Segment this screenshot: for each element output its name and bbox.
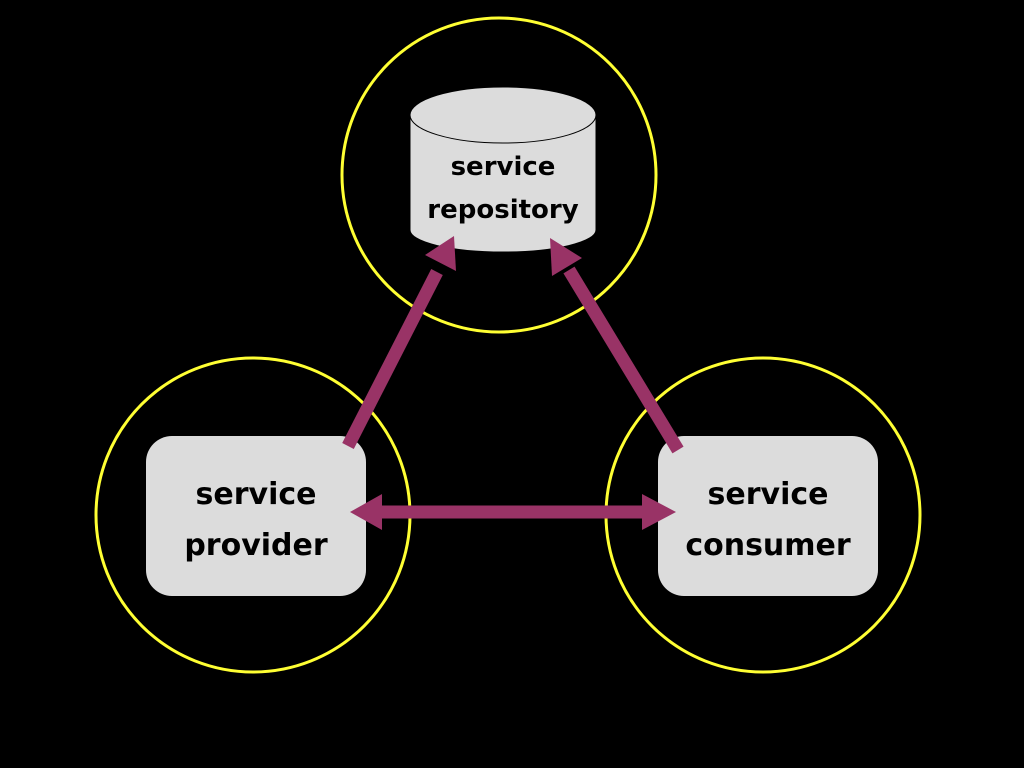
provider-label-line2: provider [184, 528, 328, 563]
consumer-to-repository-arrow [550, 238, 684, 454]
provider-node[interactable]: service provider [146, 436, 366, 596]
repository-node[interactable]: service repository [409, 86, 597, 253]
provider-box [146, 436, 366, 596]
provider-consumer-head-right [642, 494, 676, 530]
repository-cylinder-body [409, 114, 597, 253]
consumer-to-repository-head [550, 238, 582, 276]
provider-to-repository-shaft [342, 269, 443, 449]
repository-ring [340, 16, 658, 334]
repository-cylinder-top [409, 86, 597, 144]
provider-consumer-head-left [350, 494, 382, 530]
consumer-to-repository-shaft [563, 266, 684, 454]
provider-label-line1: service [196, 477, 317, 512]
consumer-label-line2: consumer [685, 528, 851, 563]
consumer-node[interactable]: service consumer [658, 436, 878, 596]
repository-label-line2: repository [427, 195, 578, 225]
repository-label-line1: service [451, 152, 556, 182]
consumer-label-line1: service [708, 477, 829, 512]
consumer-box [658, 436, 878, 596]
provider-to-repository-arrow [342, 236, 456, 449]
provider-consumer-arrow [350, 494, 676, 530]
provider-to-repository-head [425, 236, 456, 271]
